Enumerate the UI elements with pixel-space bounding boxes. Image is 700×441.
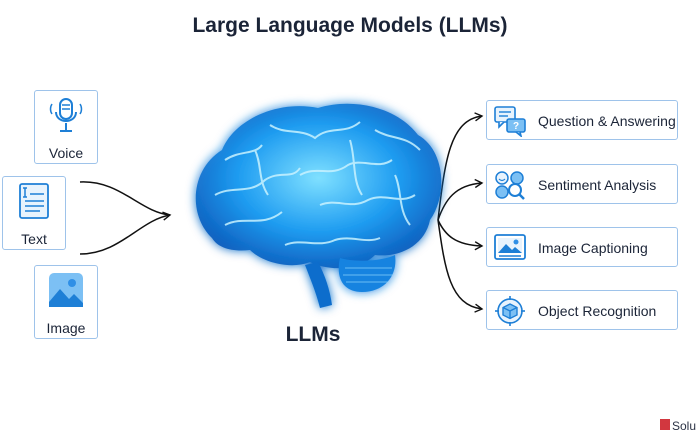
connector-out-qa (437, 112, 484, 221)
output-label: Object Recognition (538, 303, 657, 319)
output-label: Image Captioning (538, 240, 648, 256)
brain-icon (195, 103, 442, 308)
output-label: Sentiment Analysis (538, 177, 657, 193)
brand-logo-icon (660, 419, 670, 431)
input-label: Text (21, 231, 47, 247)
output-image-captioning: Image Captioning (486, 227, 678, 267)
output-sentiment-analysis: Sentiment Analysis (486, 164, 678, 204)
brand-watermark: Solu (660, 417, 700, 435)
picture-caption-icon (494, 234, 526, 260)
cube-target-icon (495, 296, 525, 326)
llms-label: LLMs (285, 323, 341, 346)
connector-out-sentiment (437, 178, 484, 221)
input-label: Voice (48, 145, 84, 161)
output-question-answering: ? Question & Answering (486, 100, 678, 140)
connector-image-in (79, 211, 172, 255)
input-label: Image (46, 320, 86, 336)
output-object-recognition: Object Recognition (486, 290, 678, 330)
microphone-icon (49, 98, 83, 132)
svg-text:?: ? (513, 121, 519, 132)
input-text: Text (2, 176, 66, 250)
connector-out-caption (437, 219, 484, 251)
input-image: Image (34, 265, 98, 339)
input-voice: Voice (34, 90, 98, 164)
brand-text: Solu (672, 418, 697, 433)
faces-magnifier-icon (495, 171, 525, 200)
connector-text-in (79, 181, 171, 216)
output-label: Question & Answering (538, 113, 676, 129)
connector-out-object (437, 219, 484, 313)
text-document-icon (19, 183, 49, 219)
chat-bubbles-icon: ? (494, 106, 526, 137)
image-icon (49, 273, 83, 307)
page-title: Large Language Models (LLMs) (192, 14, 508, 37)
